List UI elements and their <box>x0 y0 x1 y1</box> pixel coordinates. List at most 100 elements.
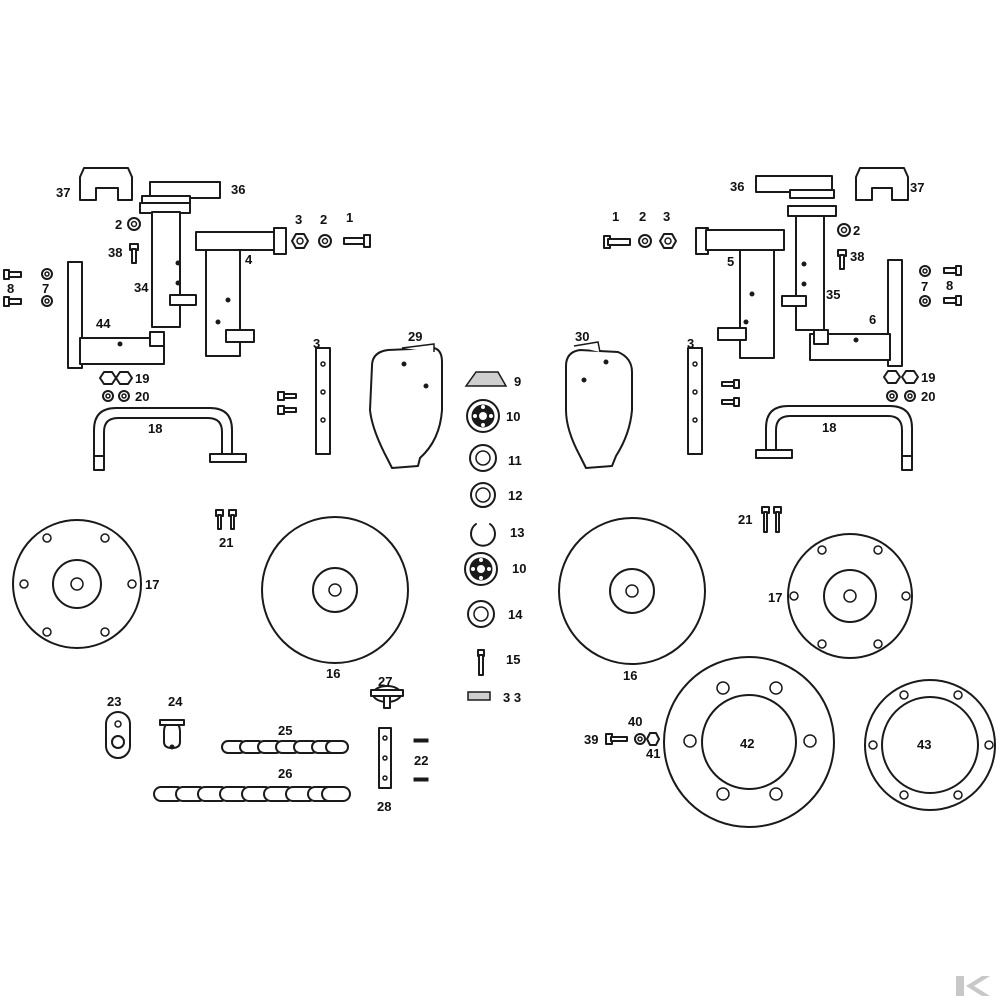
hardware-7-8-left <box>3 268 53 307</box>
label-17-right: 17 <box>768 590 782 605</box>
label-33: 3 3 <box>503 690 521 705</box>
label-23: 23 <box>107 694 121 709</box>
part-36-left <box>141 181 221 205</box>
label-18-left: 18 <box>148 421 162 436</box>
part-28 <box>378 727 392 789</box>
label-39: 39 <box>584 732 598 747</box>
hardware-2-38-right <box>837 223 851 270</box>
part-16-left <box>261 516 409 664</box>
part-44 <box>67 261 165 369</box>
part-5 <box>695 227 785 359</box>
part-18-right <box>755 405 913 471</box>
part-42 <box>663 656 835 828</box>
label-3-strip-right: 3 <box>687 336 694 351</box>
part-6 <box>809 259 903 367</box>
part-23 <box>105 711 131 759</box>
part-37-left <box>79 167 133 201</box>
label-15: 15 <box>506 652 520 667</box>
label-14: 14 <box>508 607 523 622</box>
label-10-top: 10 <box>506 409 520 424</box>
label-9: 9 <box>514 374 521 389</box>
part-10-bottom <box>464 552 498 586</box>
part-25-chain <box>221 740 349 754</box>
label-2-left: 2 <box>320 212 327 227</box>
label-36-left: 36 <box>231 182 245 197</box>
label-37-left: 37 <box>56 185 70 200</box>
part-14 <box>467 600 495 628</box>
part-12 <box>470 482 496 508</box>
label-1-left: 1 <box>346 210 353 225</box>
label-8-left: 8 <box>7 281 14 296</box>
label-34: 34 <box>134 280 149 295</box>
label-21-left: 21 <box>219 535 233 550</box>
label-8-right: 8 <box>946 278 953 293</box>
label-27: 27 <box>378 674 392 689</box>
label-44: 44 <box>96 316 111 331</box>
part-9 <box>464 371 508 387</box>
label-20-left: 20 <box>135 389 149 404</box>
label-10-bottom: 10 <box>512 561 526 576</box>
hardware-19-20-left <box>99 371 133 402</box>
label-28: 28 <box>377 799 391 814</box>
label-43: 43 <box>917 737 931 752</box>
hardware-1-2-3-right <box>603 233 677 249</box>
label-2-right: 2 <box>639 209 646 224</box>
part-26-chain <box>153 786 351 802</box>
part-24 <box>159 719 185 750</box>
label-29: 29 <box>408 329 422 344</box>
part-3-strip-right <box>687 347 740 455</box>
label-3-right: 3 <box>663 209 670 224</box>
label-36-right: 36 <box>730 179 744 194</box>
label-5: 5 <box>727 254 734 269</box>
label-38-left: 38 <box>108 245 122 260</box>
part-34 <box>139 202 197 328</box>
part-16-right <box>558 517 706 665</box>
label-12: 12 <box>508 488 522 503</box>
part-29 <box>369 343 443 469</box>
label-24: 24 <box>168 694 183 709</box>
label-35: 35 <box>826 287 840 302</box>
hardware-19-20-right <box>883 370 919 402</box>
label-21-right: 21 <box>738 512 752 527</box>
part-10-top <box>466 399 500 433</box>
part-4 <box>195 227 287 357</box>
label-3-left: 3 <box>295 212 302 227</box>
hardware-39-40-41 <box>605 732 660 746</box>
label-37-right: 37 <box>910 180 924 195</box>
part-27 <box>370 685 404 709</box>
label-3-strip-left: 3 <box>313 336 320 351</box>
part-17-left <box>12 519 142 649</box>
label-18-right: 18 <box>822 420 836 435</box>
label-6: 6 <box>869 312 876 327</box>
label-4: 4 <box>245 252 253 267</box>
label-20-right: 20 <box>921 389 935 404</box>
label-11: 11 <box>508 453 522 468</box>
label-19-left: 19 <box>135 371 149 386</box>
label-41: 41 <box>646 746 660 761</box>
label-16-right: 16 <box>623 668 637 683</box>
part-37-right <box>855 167 909 201</box>
hardware-22 <box>413 738 429 782</box>
part-30 <box>565 341 633 469</box>
part-33 <box>467 691 491 701</box>
hardware-21-right <box>761 506 782 533</box>
label-2-right-bracket: 2 <box>853 223 860 238</box>
part-3-strip-left <box>277 347 331 455</box>
label-7-left: 7 <box>42 281 49 296</box>
label-22: 22 <box>414 753 428 768</box>
hardware-21-left <box>215 509 237 530</box>
part-13 <box>470 523 496 547</box>
label-30: 30 <box>575 329 589 344</box>
label-42: 42 <box>740 736 754 751</box>
label-16-left: 16 <box>326 666 340 681</box>
part-36-right <box>755 175 835 199</box>
part-18-left <box>93 407 247 471</box>
hardware-2-38-left <box>127 217 141 264</box>
label-17-left: 17 <box>145 577 159 592</box>
hardware-1-2-3-left <box>291 233 371 249</box>
callout-labels: 37 36 3 2 1 2 38 4 8 7 34 44 3 29 19 20 … <box>7 179 953 814</box>
logo-mark <box>956 976 990 996</box>
label-13: 13 <box>510 525 524 540</box>
label-7-right: 7 <box>921 279 928 294</box>
